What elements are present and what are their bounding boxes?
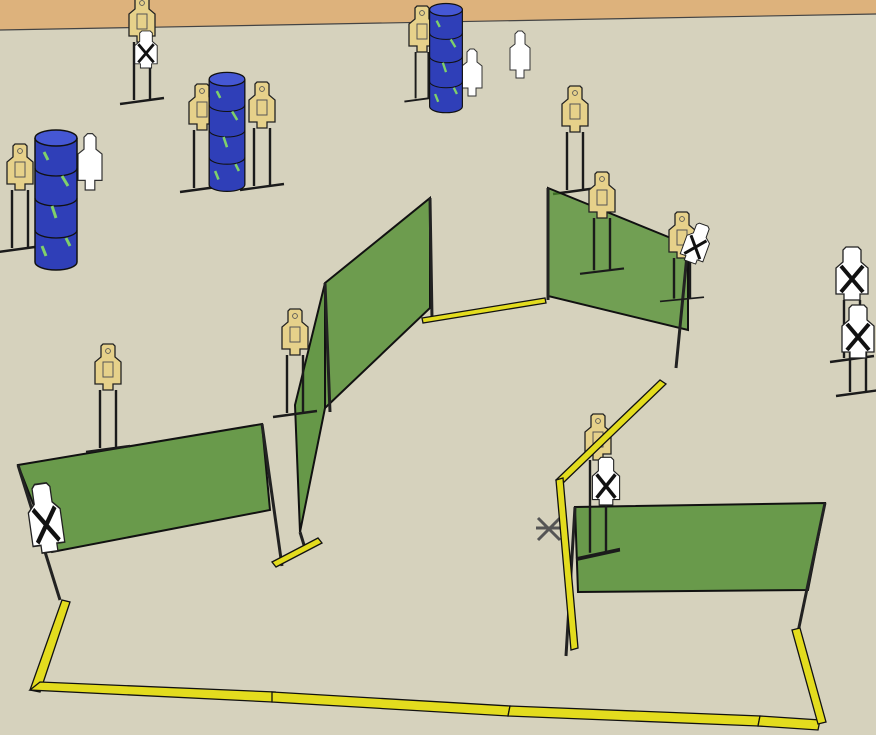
target-mid-1 xyxy=(553,86,597,194)
wall-center-back xyxy=(325,198,430,408)
back-targets xyxy=(0,0,597,252)
x-mark-small xyxy=(536,518,562,540)
silhouette-back-2 xyxy=(510,31,530,78)
barrel-2 xyxy=(209,72,245,191)
no-shoot-front-right xyxy=(592,457,619,505)
wall-front-right xyxy=(575,503,825,592)
barrel-1 xyxy=(430,4,463,113)
silhouette-back-1 xyxy=(462,49,482,96)
wall-right-back xyxy=(548,188,688,330)
silhouette-left-1 xyxy=(78,134,102,190)
target-back-4 xyxy=(240,82,284,190)
barrel-3 xyxy=(35,130,77,270)
target-left-front xyxy=(86,344,130,452)
no-shoot-right-2 xyxy=(836,305,876,396)
right-no-shoots xyxy=(830,247,876,396)
